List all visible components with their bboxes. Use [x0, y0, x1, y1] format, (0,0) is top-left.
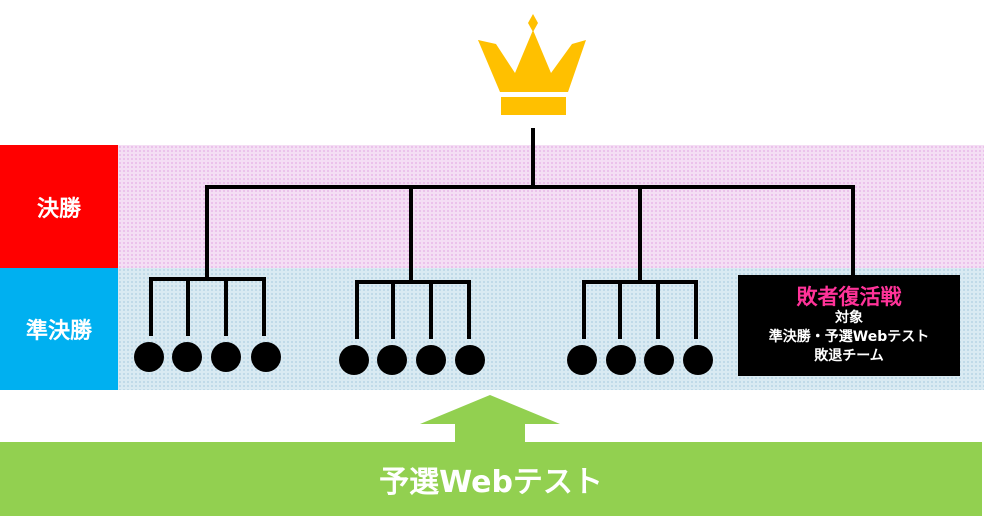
advance-arrow-icon	[420, 395, 560, 442]
team-node	[211, 342, 241, 372]
team-node	[134, 342, 164, 372]
teams	[134, 342, 713, 375]
crown-jewel	[528, 14, 538, 32]
team-node	[567, 345, 597, 375]
team-node	[377, 345, 407, 375]
team-node	[251, 342, 281, 372]
team-node	[416, 345, 446, 375]
repechage-line-1: 対象	[835, 310, 863, 326]
semifinal-label-text: 準決勝	[25, 319, 92, 344]
semifinal-label: 準決勝	[0, 268, 118, 390]
final-band	[118, 145, 984, 268]
bracket-lines	[149, 128, 855, 339]
final-label-text: 決勝	[36, 196, 81, 222]
team-node	[455, 345, 485, 375]
prelim-bar-label: 予選Webテスト	[379, 465, 603, 500]
team-node	[683, 345, 713, 375]
repechage-line-3: 敗退チーム	[814, 348, 884, 364]
team-node	[644, 345, 674, 375]
team-node	[172, 342, 202, 372]
repechage-title: 敗者復活戦	[796, 285, 902, 309]
crown-icon	[478, 14, 586, 115]
final-label: 決勝	[0, 145, 118, 268]
team-node	[606, 345, 636, 375]
repechage-box: 敗者復活戦 対象 準決勝・予選Webテスト 敗退チーム	[738, 275, 960, 376]
crown-base	[501, 97, 566, 115]
crown-body	[478, 30, 586, 92]
repechage-line-2: 準決勝・予選Webテスト	[768, 329, 930, 345]
team-node	[339, 345, 369, 375]
prelim-bar: 予選Webテスト	[0, 442, 982, 516]
